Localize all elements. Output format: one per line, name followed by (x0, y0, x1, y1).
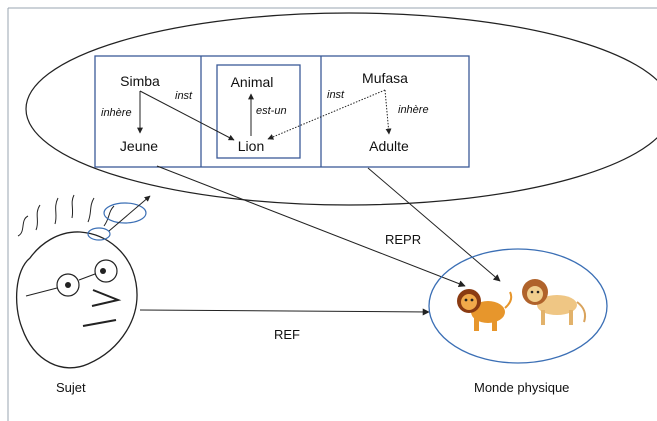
caption-subject: Sujet (56, 380, 86, 395)
concept-box (94, 55, 470, 168)
person-face-icon (16, 194, 138, 369)
concept-simba: Simba (120, 73, 160, 89)
relation-inst-left: inst (175, 90, 193, 102)
arrow-simba-lion (139, 90, 235, 141)
concept-lion: Lion (238, 138, 264, 154)
link-ref-label: REF (274, 327, 300, 342)
link-repr-label: REPR (385, 232, 421, 247)
concept-adulte: Adulte (369, 138, 409, 154)
caption-world: Monde physique (474, 380, 569, 395)
world-ellipse (428, 248, 608, 364)
arrow-adulte-world (367, 167, 501, 282)
arrow-jeune-world (156, 165, 466, 287)
mind-ellipse (25, 12, 657, 206)
lion-cub-icon (457, 289, 513, 331)
lion-class-box (216, 64, 301, 159)
arrow-mufasa-adulte (384, 89, 392, 135)
thought-bubble-large (103, 202, 147, 224)
adult-lion-icon (522, 279, 587, 325)
concept-animal: Animal (231, 74, 274, 90)
arrow-subject-world (139, 308, 430, 316)
arrow-mufasa-lion (267, 89, 386, 140)
concept-mufasa: Mufasa (362, 70, 408, 86)
concept-jeune: Jeune (120, 138, 158, 154)
relation-inhere-right: inhère (398, 104, 429, 116)
relation-inhere-left: inhère (101, 107, 132, 119)
arrow-bubble-mind (108, 195, 151, 232)
relation-inst-right: inst (327, 89, 345, 101)
relation-est-un: est-un (256, 105, 287, 117)
thought-bubble-small (87, 227, 111, 241)
